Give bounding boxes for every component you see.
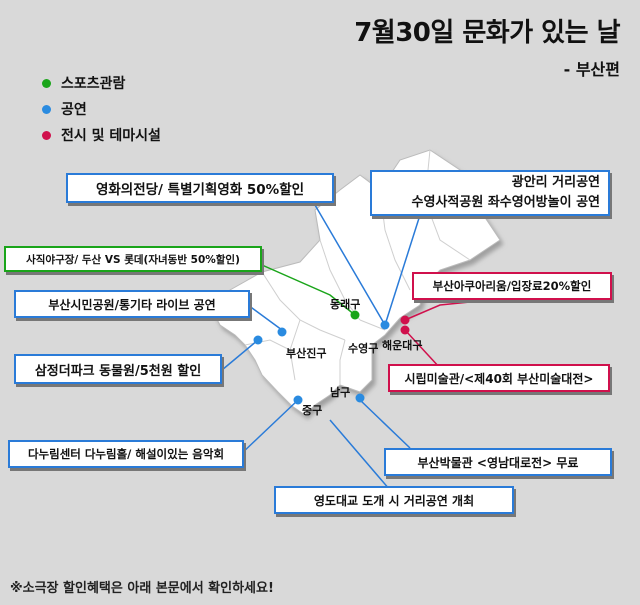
callout-danurim: 다누림센터 다누림홀/ 해설이있는 음악회: [8, 440, 244, 468]
district-nam: 남구: [330, 386, 351, 399]
page-title: 7월30일 문화가 있는 날: [354, 18, 620, 48]
callout-sajik: 사직야구장/ 두산 VS 롯데(자녀동반 50%할인): [4, 246, 262, 272]
legend-item-exhibition: 전시 및 테마시설: [42, 122, 161, 148]
page-subtitle: - 부산편: [563, 60, 620, 79]
district-suyeong: 수영구: [348, 342, 379, 355]
callout-simin: 부산시민공원/통기타 라이브 공연: [14, 290, 250, 318]
district-haeundae: 해운대구: [382, 339, 423, 352]
callout-text: 시립미술관/<제40회 부산미술대전>: [404, 371, 594, 386]
line-museum: [359, 399, 411, 449]
legend-item-sports: 스포츠관람: [42, 70, 161, 96]
line-simin: [247, 304, 283, 331]
dot-busanjin-2: [253, 335, 263, 345]
callout-museum: 부산박물관 <영남대로전> 무료: [384, 448, 612, 476]
callout-text: 수영사적공원 좌수영어방놀이 공연: [411, 195, 600, 210]
line-yeongdo: [329, 419, 391, 491]
map-landmass: [211, 149, 501, 416]
callout-aquarium: 부산아쿠아리움/입장료20%할인: [412, 272, 612, 300]
callout-text: 삼정더파크 동물원/5천원 할인: [34, 363, 202, 379]
district-jung: 중구: [302, 404, 323, 417]
callout-text: 광안리 거리공연: [511, 175, 600, 190]
dot-nam: [355, 393, 365, 403]
callout-text: 영화의전당/ 특별기획영화 50%할인: [95, 182, 305, 198]
line-museum-art: [404, 329, 441, 369]
connector-lines: [221, 204, 491, 491]
legend: 스포츠관람 공연 전시 및 테마시설: [42, 70, 161, 148]
legend-dot-exhibition: [42, 130, 51, 140]
callout-text: 사직야구장/ 두산 VS 롯데(자녀동반 50%할인): [26, 253, 240, 266]
district-busanjin: 부산진구: [286, 347, 327, 360]
legend-dot-performance: [42, 104, 51, 114]
dot-busanjin-1: [277, 327, 287, 337]
line-samjeong: [221, 339, 259, 371]
dot-jung: [293, 395, 303, 405]
legend-label: 스포츠관람: [61, 76, 126, 92]
callout-gwangalli: 광안리 거리공연 수영사적공원 좌수영어방놀이 공연: [370, 170, 610, 216]
callout-text: 다누림센터 다누림홀/ 해설이있는 음악회: [27, 447, 225, 461]
line-aquarium: [404, 299, 491, 321]
callout-text: 부산시민공원/통기타 라이브 공연: [48, 297, 216, 312]
callout-text: 부산아쿠아리움/입장료20%할인: [432, 279, 592, 293]
line-yeonghwa: [314, 204, 386, 326]
legend-dot-sports: [42, 78, 51, 88]
dot-suyeong: [380, 320, 390, 330]
callout-samjeong: 삼정더파크 동물원/5천원 할인: [14, 354, 222, 384]
footnote: ※소극장 할인혜택은 아래 본문에서 확인하세요!: [10, 581, 274, 596]
dot-dongnae-sajik: [350, 310, 360, 320]
callout-yeongdo: 영도대교 도개 시 거리공연 개최: [274, 486, 514, 514]
callout-museum-art: 시립미술관/<제40회 부산미술대전>: [388, 364, 610, 392]
line-sajik: [261, 264, 356, 316]
line-danurim: [239, 399, 299, 456]
legend-item-performance: 공연: [42, 96, 161, 122]
dot-haeundae-art: [400, 325, 410, 335]
callout-text: 부산박물관 <영남대로전> 무료: [417, 455, 579, 470]
callout-text: 영도대교 도개 시 거리공연 개최: [313, 493, 475, 508]
legend-label: 공연: [61, 102, 87, 118]
line-gwangalli: [384, 214, 421, 326]
dot-haeundae-aquarium: [400, 315, 410, 325]
district-dongnae: 동래구: [330, 298, 361, 311]
legend-label: 전시 및 테마시설: [61, 128, 161, 144]
callout-yeonghwa: 영화의전당/ 특별기획영화 50%할인: [66, 173, 334, 203]
